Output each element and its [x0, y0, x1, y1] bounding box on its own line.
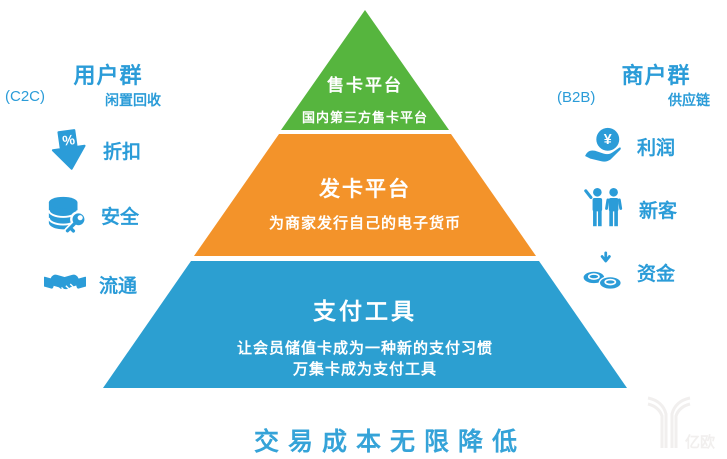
tier-top-subtitle: 国内第三方售卡平台: [301, 110, 428, 125]
watermark-text: 亿欧: [685, 433, 715, 451]
svg-text:%: %: [61, 131, 76, 149]
right-group-title: 商户群: [621, 63, 691, 88]
handshake-icon: [44, 274, 86, 292]
list-item-profit: ¥ 利润: [582, 124, 675, 168]
tier-bottom-subtitle: 让会员储值卡成为一种新的支付习惯 万集卡成为支付工具: [165, 338, 565, 380]
list-item-security: 安全: [46, 193, 139, 237]
list-item-label: 新客: [639, 200, 678, 222]
list-item-label: 折扣: [103, 141, 142, 163]
list-item-label: 流通: [99, 275, 138, 297]
coins-icon: [582, 251, 622, 291]
left-group-title: 用户群: [73, 63, 143, 88]
tier-bottom-title: 支付工具: [313, 298, 417, 324]
pyramid-tier-middle: [194, 134, 536, 256]
pyramid-tier-bottom: [103, 261, 627, 388]
left-group-tag: (C2C): [5, 88, 45, 105]
tier-middle-subtitle: 为商家发行自己的电子货币: [268, 215, 461, 232]
people-icon: [584, 187, 623, 227]
hand-coin-icon: ¥: [582, 127, 623, 164]
list-item-new-customers: 新客: [584, 187, 677, 231]
right-group-tag: (B2B): [557, 89, 596, 106]
tier-bottom-subtitle-line2: 万集卡成为支付工具: [292, 361, 437, 378]
database-key-icon: [47, 196, 87, 235]
svg-text:¥: ¥: [604, 132, 612, 148]
tier-bottom-subtitle-line1: 让会员储值卡成为一种新的支付习惯: [236, 340, 493, 357]
list-item-circulation: 流通: [44, 262, 137, 306]
list-item-label: 安全: [101, 206, 140, 228]
list-item-label: 资金: [637, 263, 676, 285]
footer-headline: 交易成本无限降低: [253, 428, 526, 456]
list-item-label: 利润: [637, 137, 676, 159]
left-group-subtitle: 闲置回收: [105, 92, 161, 108]
tier-top-title: 售卡平台: [327, 76, 403, 95]
list-item-discount: % 折扣: [48, 128, 141, 172]
pyramid-tier-top: [281, 10, 449, 130]
list-item-funds: 资金: [582, 250, 675, 294]
tier-middle-title: 发卡平台: [319, 178, 411, 201]
right-group-subtitle: 供应链: [668, 92, 710, 108]
iyiou-logo-watermark: 亿欧: [647, 396, 715, 451]
discount-arrow-icon: %: [51, 129, 86, 170]
